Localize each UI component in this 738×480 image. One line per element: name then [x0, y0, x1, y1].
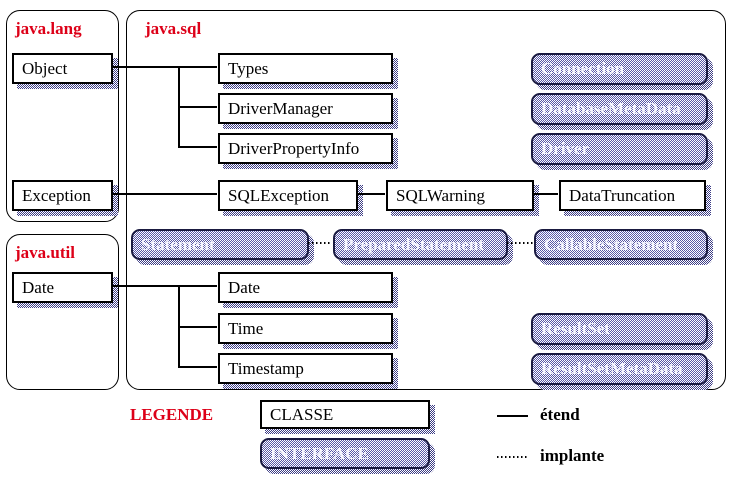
extends-line-exception-sql-exception [112, 193, 217, 195]
class-box-types-label: Types [228, 58, 269, 78]
class-box-object: Object [12, 53, 113, 84]
class-box-sql-exception-label: SQLException [228, 185, 330, 205]
class-box-time: Time [218, 313, 393, 344]
legend-title: LEGENDE [130, 405, 214, 424]
class-box-date-util-label: Date [22, 277, 55, 297]
interface-box-prepared-statement: PreparedStatement [333, 229, 508, 260]
class-box-driver-property-info: DriverPropertyInfo [218, 133, 393, 164]
interface-box-connection-label: Connection [541, 59, 625, 78]
legend-class-box: CLASSE [260, 400, 430, 429]
interface-box-prepared-statement-label: PreparedStatement [343, 234, 485, 254]
package-java-util-label: java.util [15, 243, 75, 262]
legend-implements-label: implante [540, 446, 605, 465]
class-box-sql-warning-label: SQLWarning [396, 185, 485, 205]
class-box-data-truncation-label: DataTruncation [569, 185, 676, 205]
legend-interface-box-label: INTERFACE [270, 443, 369, 463]
extends-line-date-timestamp [178, 366, 217, 368]
interface-box-statement: Statement [131, 229, 309, 260]
interface-box-callable-statement: CallableStatement [534, 229, 708, 260]
class-box-timestamp-label: Timestamp [228, 358, 304, 378]
class-box-data-truncation: DataTruncation [559, 180, 706, 211]
legend-dotted-line-sample [497, 456, 528, 458]
interface-box-result-set-meta-data-label: ResultSetMetaData [541, 359, 683, 378]
class-box-driver-property-info-label: DriverPropertyInfo [228, 138, 360, 158]
class-box-date-label: Date [228, 277, 261, 297]
class-box-sql-exception: SQLException [218, 180, 358, 211]
interface-box-driver: Driver [531, 133, 708, 165]
legend-class-box-label: CLASSE [270, 404, 334, 424]
interface-box-statement-label: Statement [141, 234, 215, 254]
extends-line-date-time [178, 326, 217, 328]
class-box-date: Date [218, 272, 393, 303]
interface-box-driver-label: Driver [541, 139, 590, 158]
class-box-exception-label: Exception [22, 185, 91, 205]
interface-box-result-set-label: ResultSet [541, 319, 610, 338]
interface-box-result-set: ResultSet [531, 313, 708, 345]
class-box-sql-warning: SQLWarning [386, 180, 534, 211]
extends-line-object-driver-property-info [178, 146, 217, 148]
package-java-util: java.util Date [6, 234, 119, 390]
legend-solid-line-sample [497, 415, 528, 417]
class-box-driver-manager: DriverManager [218, 93, 393, 124]
extends-line-sql-warning-data-truncation [533, 193, 558, 195]
interface-box-connection: Connection [531, 53, 708, 85]
package-java-sql-label: java.sql [145, 19, 202, 38]
legend-extends-label: étend [540, 405, 580, 424]
class-box-time-label: Time [228, 318, 264, 338]
interface-box-database-meta-data: DatabaseMetaData [531, 93, 708, 125]
package-java-sql: java.sql Types DriverManager DriverPrope… [126, 10, 726, 390]
extends-line-object-types [112, 66, 217, 68]
package-java-lang-label: java.lang [15, 19, 82, 38]
extends-line-object-driver-manager [178, 106, 217, 108]
interface-box-database-meta-data-label: DatabaseMetaData [541, 99, 681, 118]
legend-interface-box: INTERFACE [260, 438, 430, 469]
extends-line-sql-exception-sql-warning [357, 193, 385, 195]
extends-line-date-util-date [112, 285, 217, 287]
interface-box-callable-statement-label: CallableStatement [544, 234, 679, 254]
implements-line-statement-prepared-statement [308, 242, 332, 244]
interface-box-result-set-meta-data: ResultSetMetaData [531, 353, 708, 385]
class-box-driver-manager-label: DriverManager [228, 98, 333, 118]
package-java-lang: java.lang Object Exception [6, 10, 119, 222]
class-box-types: Types [218, 53, 393, 84]
class-box-timestamp: Timestamp [218, 353, 393, 384]
class-box-date-util: Date [12, 272, 113, 303]
implements-line-prepared-callable-statement [507, 242, 533, 244]
class-box-exception: Exception [12, 180, 113, 211]
class-box-object-label: Object [22, 58, 68, 78]
